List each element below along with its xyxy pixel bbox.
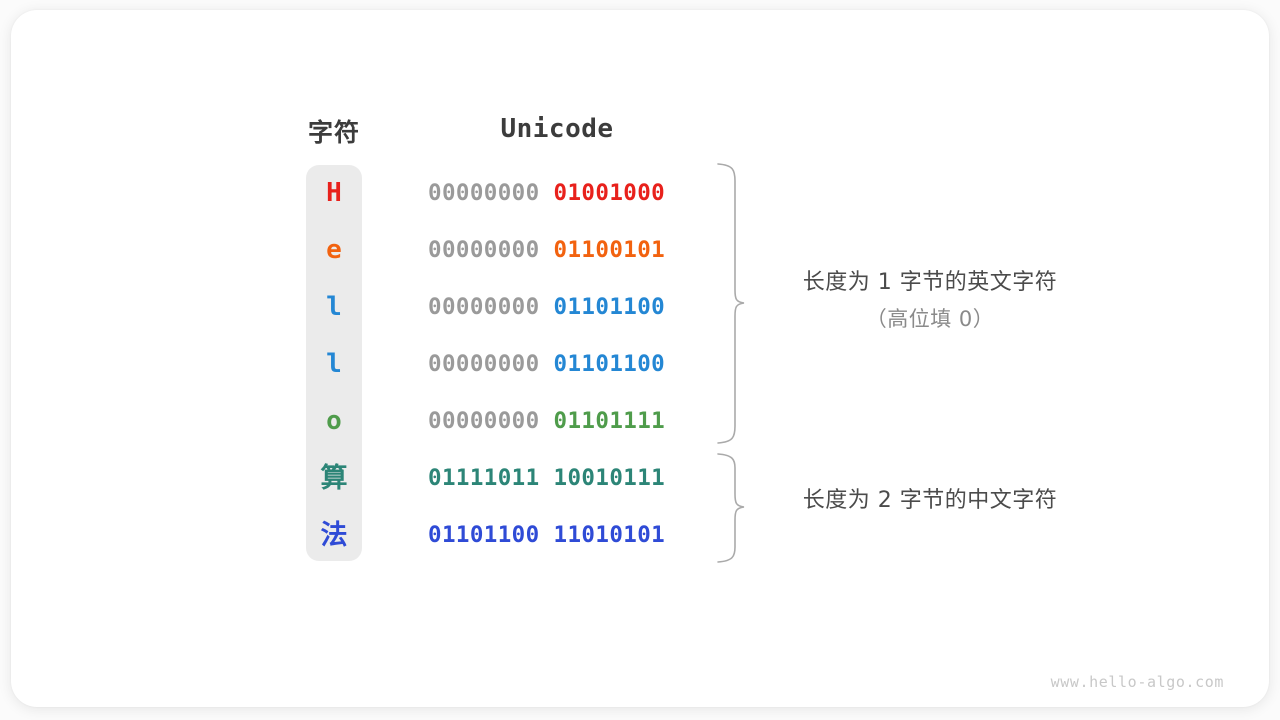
low-byte: 01100101 [553,237,666,263]
byte-separator [540,522,554,548]
high-byte: 00000000 [428,294,540,320]
column-header-unicode: Unicode [500,114,614,144]
table-row: 算 01111011 10010111 [0,450,1280,507]
unicode-bits-cell: 01101100 11010101 [428,507,686,564]
byte-separator [540,408,554,434]
low-byte: 01001000 [553,180,666,206]
low-byte: 01101100 [553,294,666,320]
high-byte: 00000000 [428,180,540,206]
table-row: l 00000000 01101100 [0,279,1280,336]
annotation-group-2: 长度为 2 字节的中文字符 [760,483,1100,519]
annotation-2-line-1: 长度为 2 字节的中文字符 [802,488,1058,513]
character-cell: e [326,235,342,265]
table-row: H 00000000 01001000 [0,165,1280,222]
character-cell: o [326,406,342,436]
column-header-character: 字符 [307,119,360,147]
byte-separator [540,465,554,491]
character-cell: l [326,349,342,379]
table-row: l 00000000 01101100 [0,336,1280,393]
high-byte: 00000000 [428,237,540,263]
white-card [11,10,1269,707]
byte-separator [540,294,554,320]
unicode-bits-cell: 00000000 01101100 [428,279,686,336]
table-row: 法 01101100 11010101 [0,507,1280,564]
unicode-bits-cell: 00000000 01100101 [428,222,686,279]
low-byte: 10010111 [553,465,666,491]
unicode-bits-cell: 01111011 10010111 [428,450,686,507]
byte-separator [540,180,554,206]
unicode-bits-cell: 00000000 01001000 [428,165,686,222]
high-byte: 01101100 [428,522,540,548]
annotation-1-line-2: （高位填 0） [865,307,995,331]
annotation-group-1: 长度为 1 字节的英文字符 （高位填 0） [760,265,1100,337]
character-cell: 法 [320,520,348,551]
byte-separator [540,237,554,263]
low-byte: 11010101 [553,522,666,548]
watermark: www.hello-algo.com [1050,673,1224,691]
low-byte: 01101100 [553,351,666,377]
high-byte: 00000000 [428,351,540,377]
character-cell: l [326,292,342,322]
low-byte: 01101111 [553,408,666,434]
table-row: o 00000000 01101111 [0,393,1280,450]
table-row: e 00000000 01100101 [0,222,1280,279]
high-byte: 01111011 [428,465,540,491]
character-cell: 算 [320,463,348,494]
annotation-1-line-1: 长度为 1 字节的英文字符 [802,270,1058,295]
character-cell: H [326,178,342,208]
character-column-background [306,165,362,561]
high-byte: 00000000 [428,408,540,434]
byte-separator [540,351,554,377]
unicode-bits-cell: 00000000 01101111 [428,393,686,450]
unicode-bits-cell: 00000000 01101100 [428,336,686,393]
